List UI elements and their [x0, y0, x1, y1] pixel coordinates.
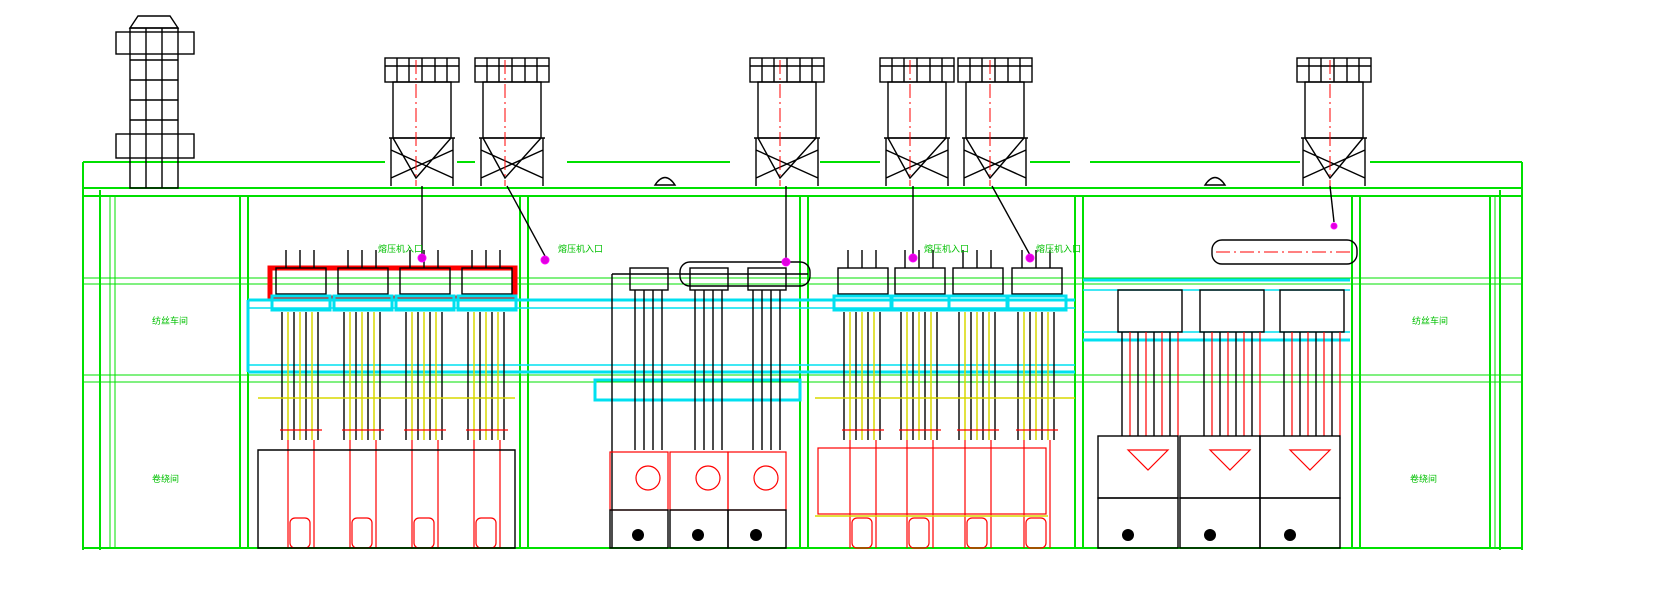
winder: [908, 517, 930, 549]
wheel: [632, 529, 644, 541]
unit-head: [837, 267, 889, 295]
spinning-unit: [1097, 289, 1183, 549]
wheel: [1204, 529, 1216, 541]
building-structure: [82, 161, 1523, 550]
winder-drum: [635, 465, 661, 491]
feed-pipe: [991, 185, 1031, 256]
label-winding-left: 卷绕间: [152, 473, 179, 485]
unit-head: [629, 267, 669, 291]
spinning-unit: [947, 250, 1009, 549]
silo-body: [887, 81, 947, 139]
spinning-unit: [669, 267, 729, 549]
winder: [851, 517, 873, 549]
label-inlet-2: 熔压机入口: [558, 243, 603, 255]
spinning-unit: [270, 250, 332, 549]
silo-group: [384, 57, 1372, 258]
inlet-markers: [417, 222, 1338, 267]
winder: [1025, 517, 1047, 549]
silo-support: [754, 137, 820, 186]
silo-support: [479, 137, 545, 186]
spinning-unit: [456, 250, 518, 549]
spinning-unit: [1006, 250, 1068, 549]
silo-support: [1301, 137, 1367, 186]
silo-body: [482, 81, 542, 139]
spinning-unit: [609, 267, 669, 549]
label-spinning-right: 纺丝车间: [1412, 315, 1448, 327]
label-inlet-4: 熔压机入口: [1036, 243, 1081, 255]
unit-head: [1279, 289, 1345, 333]
spinning-unit: [1259, 289, 1345, 549]
wheel: [1284, 529, 1296, 541]
wheel: [1122, 529, 1134, 541]
winder-frame: [1179, 435, 1261, 499]
exhaust-tower: [115, 15, 195, 189]
winder-base: [1259, 497, 1341, 549]
winder: [289, 517, 311, 549]
unit-head: [1199, 289, 1265, 333]
wheel: [750, 529, 762, 541]
silo-support: [389, 137, 455, 186]
label-inlet-1: 熔压机入口: [378, 243, 423, 255]
winder-base: [727, 509, 787, 549]
silo: [1296, 57, 1372, 186]
feed-pipe: [1329, 185, 1335, 223]
silo: [384, 57, 460, 186]
label-spinning-left: 纺丝车间: [152, 315, 188, 327]
unit-head: [894, 267, 946, 295]
unit-head: [399, 267, 451, 295]
silo: [957, 57, 1033, 186]
unit-head: [747, 267, 787, 291]
unit-duct: [394, 294, 456, 312]
winder: [966, 517, 988, 549]
silo-body: [965, 81, 1025, 139]
winder-drum: [753, 465, 779, 491]
silo-support: [884, 137, 950, 186]
silo: [749, 57, 825, 186]
label-inlet-3: 熔压机入口: [924, 243, 969, 255]
winder-frame: [1259, 435, 1341, 499]
unit-head: [1117, 289, 1183, 333]
winder-base: [1179, 497, 1261, 549]
feed-pipe: [506, 185, 546, 257]
winder-drum: [695, 465, 721, 491]
winder-base: [609, 509, 669, 549]
unit-duct: [456, 294, 518, 312]
spinning-unit: [394, 250, 456, 549]
silo: [879, 57, 955, 186]
winder-base: [1097, 497, 1179, 549]
silo-body: [757, 81, 817, 139]
label-winding-right: 卷绕间: [1410, 473, 1437, 485]
unit-duct: [270, 294, 332, 312]
spinning-block-center-right: [815, 250, 1075, 549]
unit-head: [952, 267, 1004, 295]
silo: [474, 57, 550, 186]
spinning-block-right: [1083, 239, 1358, 549]
unit-head: [461, 267, 513, 295]
wheel: [692, 529, 704, 541]
winder-frame: [1097, 435, 1179, 499]
silo-body: [1304, 81, 1364, 139]
winder: [351, 517, 373, 549]
unit-head: [689, 267, 729, 291]
room-labels: 纺丝车间 纺丝车间 卷绕间 卷绕间 熔压机入口 熔压机入口 熔压机入口 熔压机入…: [152, 243, 1448, 485]
silo-body: [392, 81, 452, 139]
spinning-unit: [727, 267, 787, 549]
spinning-unit: [889, 250, 951, 549]
winder-base: [669, 509, 729, 549]
spinning-unit: [1179, 289, 1265, 549]
unit-duct: [332, 294, 394, 312]
unit-head: [1011, 267, 1063, 295]
spinning-unit: [832, 250, 894, 549]
unit-head: [337, 267, 389, 295]
unit-duct: [1006, 294, 1068, 312]
winder: [475, 517, 497, 549]
winder: [413, 517, 435, 549]
silo-support: [962, 137, 1028, 186]
spinning-block-middle: [593, 261, 811, 549]
spinning-unit: [332, 250, 394, 549]
unit-head: [275, 267, 327, 295]
